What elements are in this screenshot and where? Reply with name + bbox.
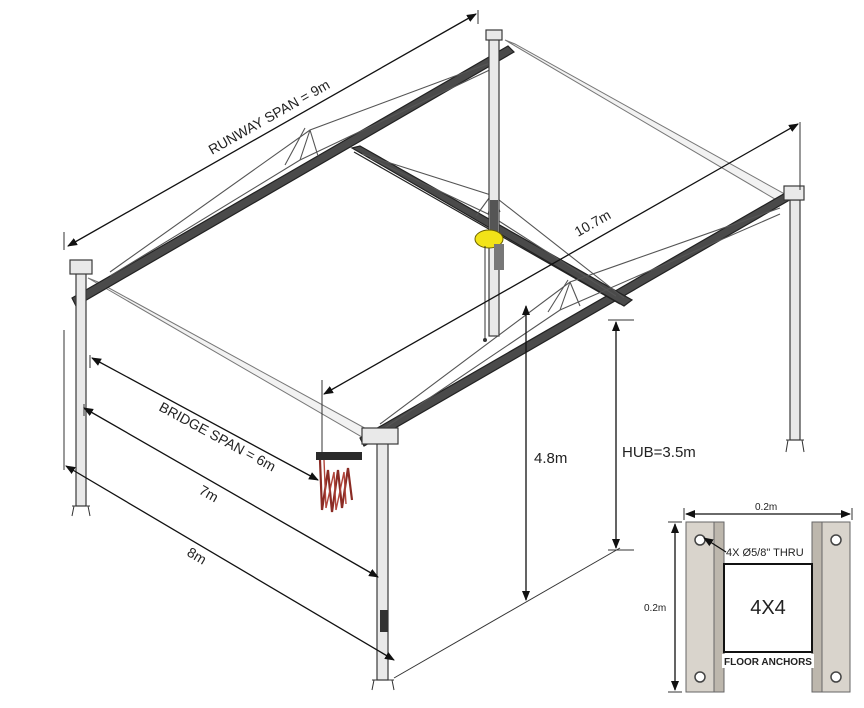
runway-span-label: RUNWAY SPAN = 9m	[206, 76, 333, 157]
post-size-label: 4X4	[750, 597, 786, 619]
anchor-plate-detail: 0.2m 0.2m 4X Ø5/8" THRU 4X4 FLOOR ANCHOR…	[644, 502, 853, 693]
rail-back	[504, 39, 792, 203]
post-front-right	[376, 439, 389, 681]
anchor-hole	[694, 671, 706, 683]
top-frame	[71, 39, 801, 447]
anchor-plate-left	[685, 521, 715, 693]
post-square	[723, 563, 813, 653]
festoon-cables	[316, 452, 362, 513]
floor-anchors-caption: FLOOR ANCHORS	[724, 657, 812, 668]
length-8-label: 8m	[184, 544, 209, 568]
anchor-hole	[694, 534, 706, 546]
hub-label: HUB=3.5m	[622, 444, 696, 461]
anchor-plate-right	[821, 521, 851, 693]
plate-height-label: 0.2m	[644, 603, 666, 614]
dimension-lines	[63, 10, 801, 679]
post-back-right	[789, 199, 801, 441]
anchor-hole	[830, 671, 842, 683]
plate-width-label: 0.2m	[755, 502, 777, 513]
runway-beam-left	[71, 45, 515, 307]
rail-front	[87, 277, 374, 438]
anchor-hole	[830, 534, 842, 546]
bridge-span-label: BRIDGE SPAN = 6m	[157, 399, 279, 475]
length-10-7-label: 10.7m	[572, 206, 614, 239]
holes-callout: 4X Ø5/8" THRU	[726, 547, 804, 559]
post-front-left	[75, 269, 87, 507]
truss-braces	[109, 59, 781, 431]
post-back-left	[488, 35, 500, 337]
height-4-8-label: 4.8m	[534, 450, 567, 467]
